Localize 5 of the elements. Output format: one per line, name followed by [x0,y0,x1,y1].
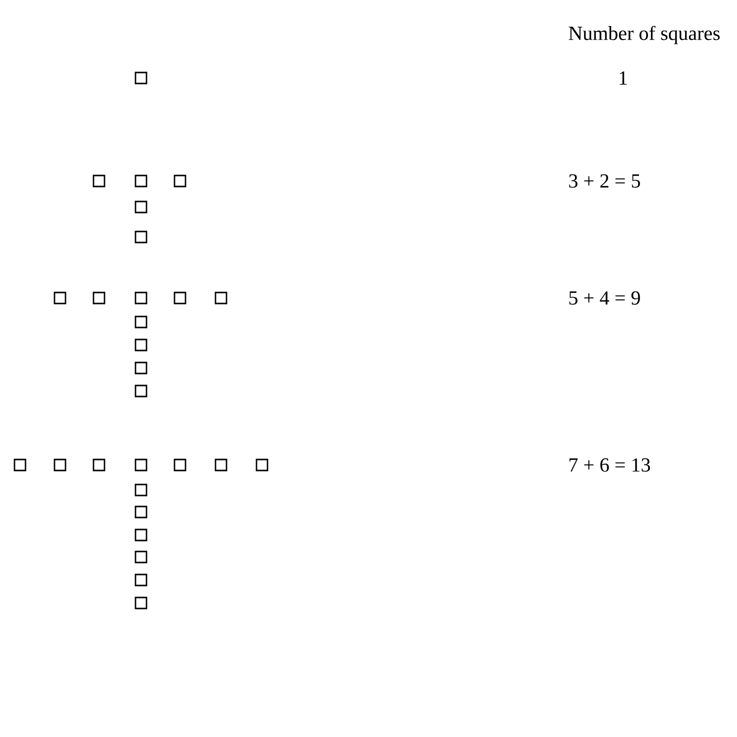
heading: Number of squares [568,26,720,44]
equation: 1 [620,71,627,85]
equation: 7 + 6 = 13 [570,458,650,472]
equation: 5 + 4 = 9 [569,291,640,305]
equation: 3 + 2 = 5 [569,174,640,188]
